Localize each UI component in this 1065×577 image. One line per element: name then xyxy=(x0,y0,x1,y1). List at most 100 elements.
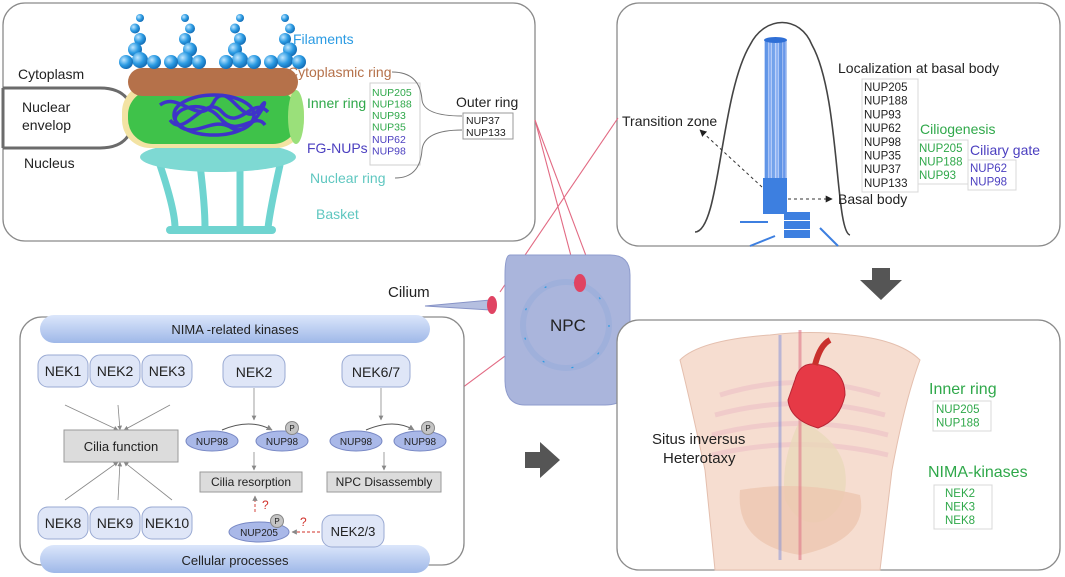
nuclear-envelop-label-2: envelop xyxy=(22,117,71,133)
filaments-label: Filaments xyxy=(293,31,354,47)
npc-disassembly-label: NPC Disassembly xyxy=(336,475,433,489)
localization-nup-box xyxy=(861,78,919,193)
filament-ball xyxy=(147,55,161,69)
ciliogenesis-nup-0: NUP205 xyxy=(919,143,962,155)
ciliogenesis-nup-box xyxy=(917,139,969,185)
basket-shape xyxy=(156,161,284,234)
nuclear-ring-shape xyxy=(140,142,296,172)
transition-zone-label: Transition zone xyxy=(622,113,717,129)
nek-box xyxy=(89,506,141,540)
transition-zone-block xyxy=(763,178,787,214)
torso-illustration xyxy=(679,330,921,571)
ciliogenesis-nup-1: NUP188 xyxy=(919,157,962,169)
nup98-a-label: NUP98 xyxy=(196,437,229,448)
nek-top-group: NEK1 NEK2 NEK3 xyxy=(37,354,193,388)
filament-ball xyxy=(134,33,146,45)
filament-ball xyxy=(185,23,195,34)
npc-structure-panel: Filaments Cytoplasm Nuclear envelop Nucl… xyxy=(1,2,536,242)
cytoplasmic-ring-shape xyxy=(128,68,298,96)
situs-inversus-label: Situs inversus xyxy=(652,431,745,448)
axoneme-tip xyxy=(764,37,787,43)
inner-ring-nup-1: NUP188 xyxy=(372,99,412,111)
nek-label-nek1: NEK1 xyxy=(45,363,82,379)
nup98-d-label: NUP98 xyxy=(404,437,437,448)
ciliary-gate-nup-0: NUP62 xyxy=(970,163,1007,175)
filament-ball xyxy=(181,14,189,22)
nek-label-nek3: NEK3 xyxy=(149,363,186,379)
localization-nup-3: NUP62 xyxy=(864,123,901,135)
nuclear-envelop-label-1: Nuclear xyxy=(22,99,71,115)
nek-label-nek2: NEK2 xyxy=(97,363,134,379)
outer-ring-nup-0: NUP37 xyxy=(466,115,500,127)
axoneme-sheath xyxy=(764,40,787,180)
filament-ball xyxy=(230,23,240,34)
filament-ball xyxy=(179,33,191,45)
filament-ball xyxy=(277,52,293,68)
filament-ball xyxy=(232,52,248,68)
filament-ball xyxy=(236,14,244,22)
body-panel: Situs inversus Heterotaxy Inner ring NUP… xyxy=(616,319,1061,571)
nek-header-bar xyxy=(40,315,430,343)
inner-ring-nup-0: NUP205 xyxy=(372,87,412,99)
heart-shape xyxy=(787,363,846,429)
fg-nups-tangle xyxy=(158,93,270,137)
inner-ring-nup-2: NUP93 xyxy=(372,110,406,122)
nek-footer-bar xyxy=(40,545,430,573)
body-nima-2: NEK8 xyxy=(945,515,975,527)
filaments-balls xyxy=(119,14,306,69)
nek67-label: NEK6/7 xyxy=(352,364,400,380)
filament-ball xyxy=(247,55,261,69)
localization-nup-7: NUP133 xyxy=(864,178,907,190)
nucleus-label: Nucleus xyxy=(24,155,75,171)
down-arrow xyxy=(860,268,902,300)
cilia-function-box xyxy=(63,429,179,463)
cytoplasm-label: Cytoplasm xyxy=(18,66,84,82)
filament-ball xyxy=(285,23,295,34)
nek-box xyxy=(89,354,141,388)
fg-nup-1: NUP98 xyxy=(372,146,406,158)
body-inner-ring-label: Inner ring xyxy=(929,381,997,398)
nek23-label: NEK2/3 xyxy=(331,524,376,539)
filament-ball xyxy=(234,33,246,45)
filament-ball xyxy=(177,52,193,68)
cilia-resorption-label: Cilia resorption xyxy=(211,475,291,489)
filament-ball xyxy=(130,23,140,34)
body-inner-nup-0: NUP205 xyxy=(936,404,979,416)
localization-nup-6: NUP37 xyxy=(864,164,901,176)
nup98-c-label: NUP98 xyxy=(340,437,373,448)
outer-ring-nup-1: NUP133 xyxy=(466,127,506,139)
outer-ring-nup-box xyxy=(462,112,514,140)
localization-nup-0: NUP205 xyxy=(864,82,907,94)
filament-ball xyxy=(279,33,291,45)
body-inner-nup-1: NUP188 xyxy=(936,418,979,430)
question-a: ? xyxy=(262,498,269,512)
inner-ring-shape xyxy=(128,90,298,144)
filament-ball xyxy=(132,52,148,68)
nek-box xyxy=(37,354,89,388)
nek-header-label: NIMA -related kinases xyxy=(171,322,299,337)
basket-label: Basket xyxy=(316,206,359,222)
nima-kinases-label: NIMA-kinases xyxy=(928,464,1028,481)
nek-panel: NIMA -related kinases Cellular processes… xyxy=(19,315,465,573)
axoneme xyxy=(764,37,787,180)
localization-nup-4: NUP98 xyxy=(864,137,901,149)
heterotaxy-label: Heterotaxy xyxy=(663,450,736,467)
phospho-a-label: P xyxy=(289,424,294,433)
inner-ring-nup-3: NUP35 xyxy=(372,122,406,134)
nek2-label: NEK2 xyxy=(236,364,273,380)
localization-nup-1: NUP188 xyxy=(864,96,907,108)
ciliary-gate-label: Ciliary gate xyxy=(970,142,1040,158)
basal-body-block xyxy=(784,212,810,238)
filament-ball xyxy=(264,55,278,69)
localization-nup-2: NUP93 xyxy=(864,109,901,121)
cilium-label: Cilium xyxy=(388,284,430,301)
ciliogenesis-label: Ciliogenesis xyxy=(920,121,995,137)
localization-nup-list: NUP205NUP188NUP93NUP62NUP98NUP35NUP37NUP… xyxy=(864,82,907,190)
